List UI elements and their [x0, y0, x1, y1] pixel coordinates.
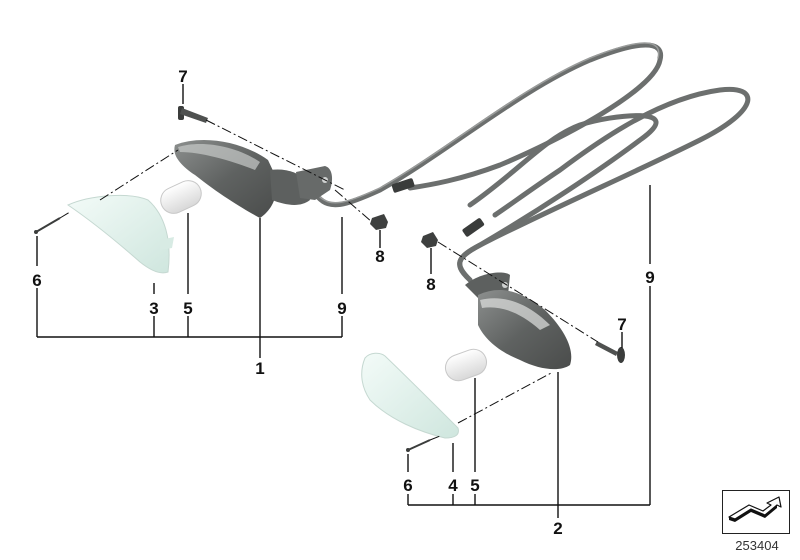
- screw-right: [406, 439, 431, 452]
- label-5-left: 5: [183, 299, 192, 318]
- label-6-left: 6: [32, 271, 41, 290]
- bulb-right: [444, 348, 488, 382]
- bolt-left: [178, 106, 208, 123]
- connector-left: [391, 178, 415, 193]
- label-8-left: 8: [375, 247, 384, 266]
- nut-right: [421, 232, 438, 248]
- label-7-right: 7: [617, 315, 626, 334]
- screw-left: [34, 217, 61, 234]
- label-4: 4: [448, 476, 458, 495]
- nut-left: [370, 214, 388, 230]
- next-diagram-button[interactable]: [722, 490, 790, 534]
- arrow-icon: [728, 496, 782, 522]
- diagram-reference-number: 253404: [735, 538, 779, 553]
- label-1: 1: [255, 359, 264, 378]
- bolt-right: [595, 341, 625, 363]
- indicator-housing-left: [174, 140, 333, 218]
- label-9-right: 9: [645, 268, 654, 287]
- lens-left: [66, 194, 174, 274]
- part-labels: 7 8 6 3 5 9 1 8 9 7 6 4 5 2: [32, 67, 654, 538]
- label-2: 2: [553, 519, 562, 538]
- leader-lines: [36, 84, 651, 518]
- cable-left: [315, 42, 664, 208]
- lens-right: [361, 352, 459, 439]
- indicator-housing-right: [465, 272, 572, 370]
- label-8-right: 8: [426, 275, 435, 294]
- label-9-left: 9: [337, 299, 346, 318]
- cable-right: [457, 86, 751, 283]
- connector-right: [462, 218, 485, 237]
- bulb-left: [160, 180, 202, 214]
- label-5-right: 5: [470, 476, 479, 495]
- label-7-left: 7: [178, 67, 187, 86]
- alignment-lines: [59, 119, 599, 441]
- label-6-right: 6: [403, 476, 412, 495]
- label-3: 3: [149, 299, 158, 318]
